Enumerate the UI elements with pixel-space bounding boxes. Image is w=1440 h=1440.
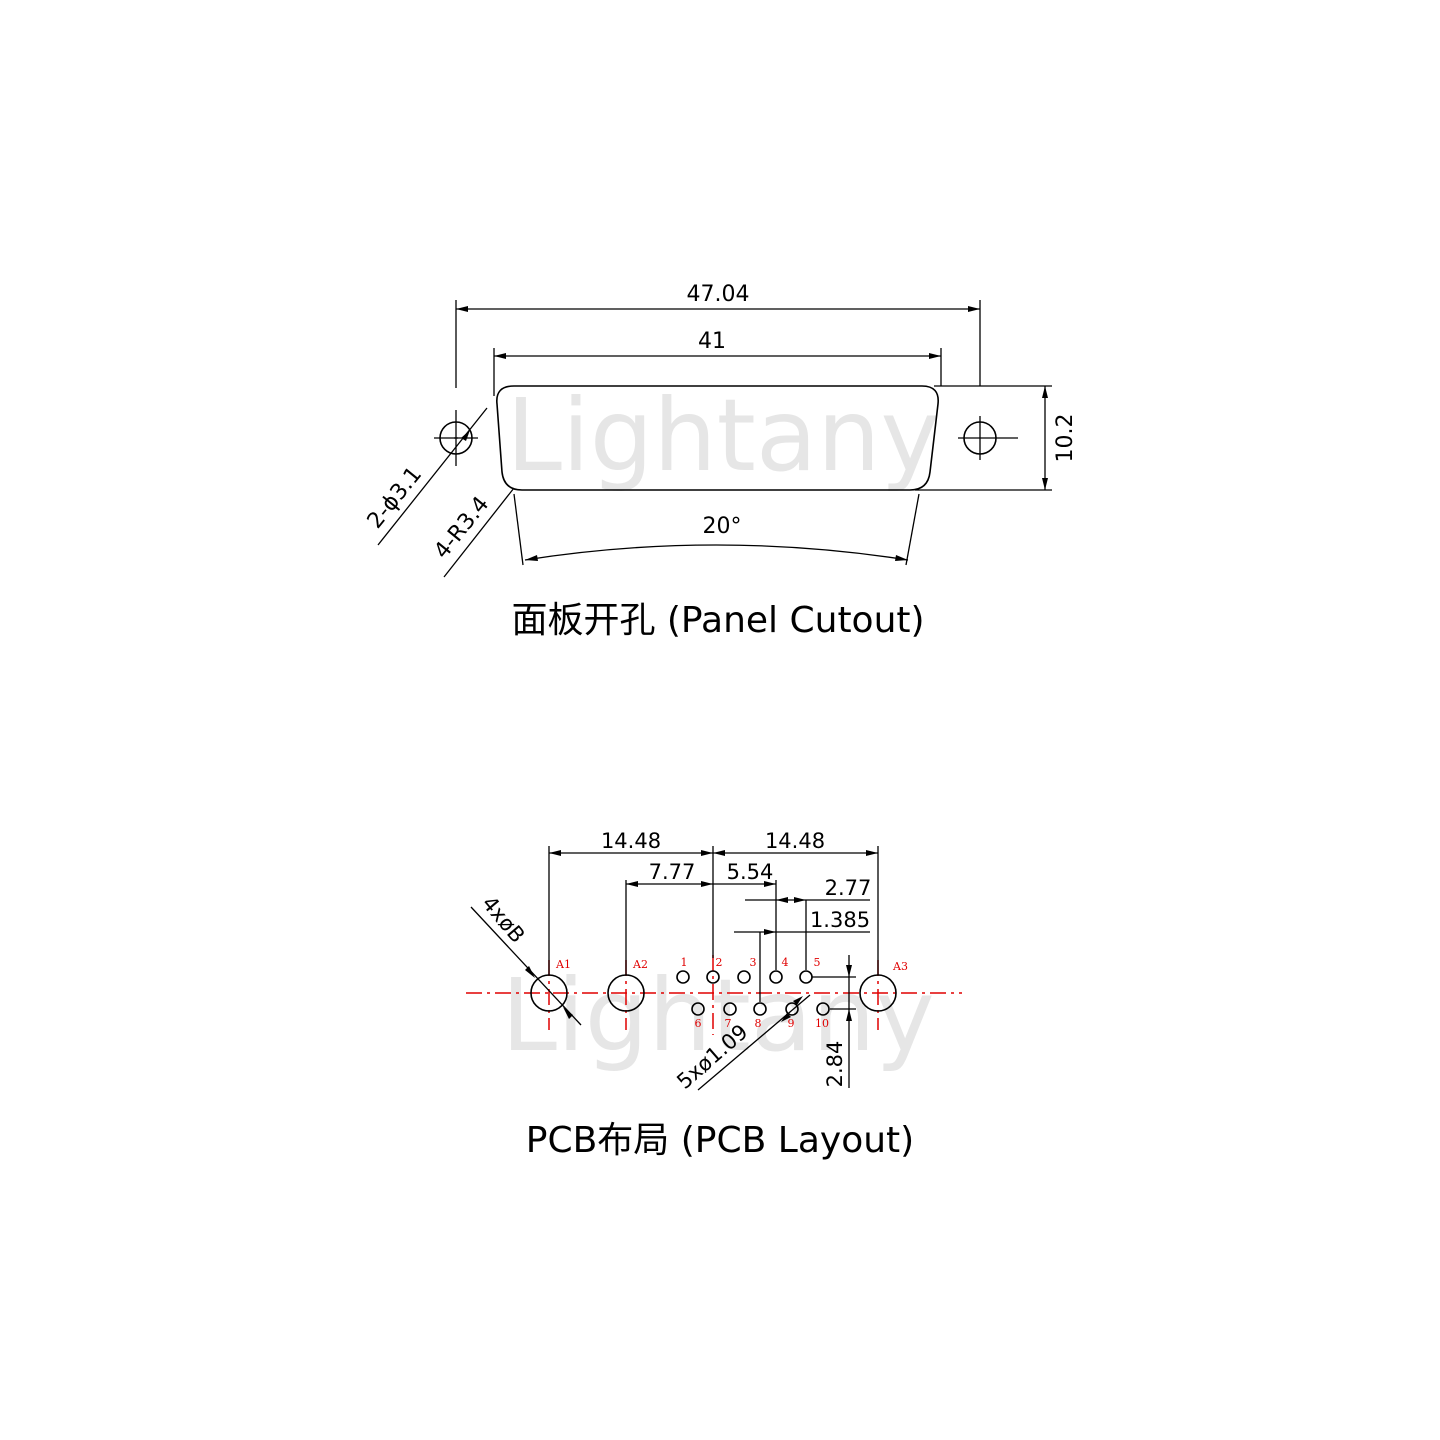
top-row-pins: 1 2 3 4 5 <box>676 956 821 984</box>
angle-label: 20° <box>703 514 742 539</box>
pin-7-label: 7 <box>725 1017 732 1030</box>
half-pitch-label: 1.385 <box>810 908 870 932</box>
panel-watermark: Lightany <box>506 377 939 494</box>
pin-1 <box>676 970 690 984</box>
right-span-label: 14.48 <box>765 829 825 853</box>
panel-cutout-outline <box>496 385 939 491</box>
span-dimensions: 14.48 14.48 <box>548 829 879 975</box>
pcb-layout-title: PCB布局 (PCB Layout) <box>526 1120 914 1161</box>
shell-width-dimension: 41 <box>493 329 942 396</box>
pin-4-label: 4 <box>782 956 789 969</box>
pin-10 <box>816 1002 830 1016</box>
corner-radius-leader: 4-R3.4 <box>430 487 515 578</box>
a2-offset-label: 7.77 <box>649 860 696 884</box>
pin-pitch-x2-label: 5.54 <box>727 860 774 884</box>
label-a1: A1 <box>555 958 571 971</box>
pin-9-label: 9 <box>788 1017 795 1030</box>
pin-9 <box>785 1002 799 1016</box>
row-spacing-label: 2.84 <box>823 1041 847 1088</box>
right-mounting-hole <box>958 416 1018 460</box>
pitch-dimensions: 2.77 1.385 <box>734 876 871 1002</box>
pin-2 <box>706 970 720 984</box>
pin-2-label: 2 <box>716 956 723 969</box>
shell-width-label: 41 <box>698 329 726 354</box>
overall-width-dimension: 47.04 <box>455 282 981 388</box>
pin-5-label: 5 <box>814 956 821 969</box>
pin-7 <box>723 1002 737 1016</box>
label-a2: A2 <box>632 958 648 971</box>
pin-1-label: 1 <box>681 956 688 969</box>
row-spacing-dimension: 2.84 <box>812 955 856 1088</box>
offset-dimensions: 7.77 5.54 <box>625 860 777 975</box>
left-mounting-hole <box>434 410 478 466</box>
pin-3-label: 3 <box>750 956 757 969</box>
angle-dimension: 20° <box>513 493 920 566</box>
pin-3 <box>737 970 751 984</box>
pcb-watermark: Lightany <box>501 957 934 1074</box>
pcb-layout-view: Lightany A1 A2 A3 1 2 3 4 5 <box>466 829 962 1161</box>
corner-radius-label: 4-R3.4 <box>430 492 495 564</box>
pin-6 <box>691 1002 705 1016</box>
overall-width-label: 47.04 <box>687 282 750 307</box>
large-hole-label: 4xøB <box>477 891 529 947</box>
height-dimension: 10.2 <box>915 385 1078 491</box>
pin-8 <box>753 1002 767 1016</box>
pin-6-label: 6 <box>695 1017 702 1030</box>
label-a3: A3 <box>892 960 908 973</box>
pin-8-label: 8 <box>755 1017 762 1030</box>
height-label: 10.2 <box>1053 414 1078 463</box>
panel-cutout-title: 面板开孔 (Panel Cutout) <box>511 600 924 641</box>
pin-4 <box>769 970 783 984</box>
left-span-label: 14.48 <box>601 829 661 853</box>
pin-pitch-label: 2.77 <box>825 876 872 900</box>
bottom-row-pins: 6 7 8 9 10 <box>691 1002 830 1030</box>
panel-cutout-view: Lightany 47.04 <box>363 282 1078 641</box>
pin-10-label: 10 <box>815 1017 829 1030</box>
